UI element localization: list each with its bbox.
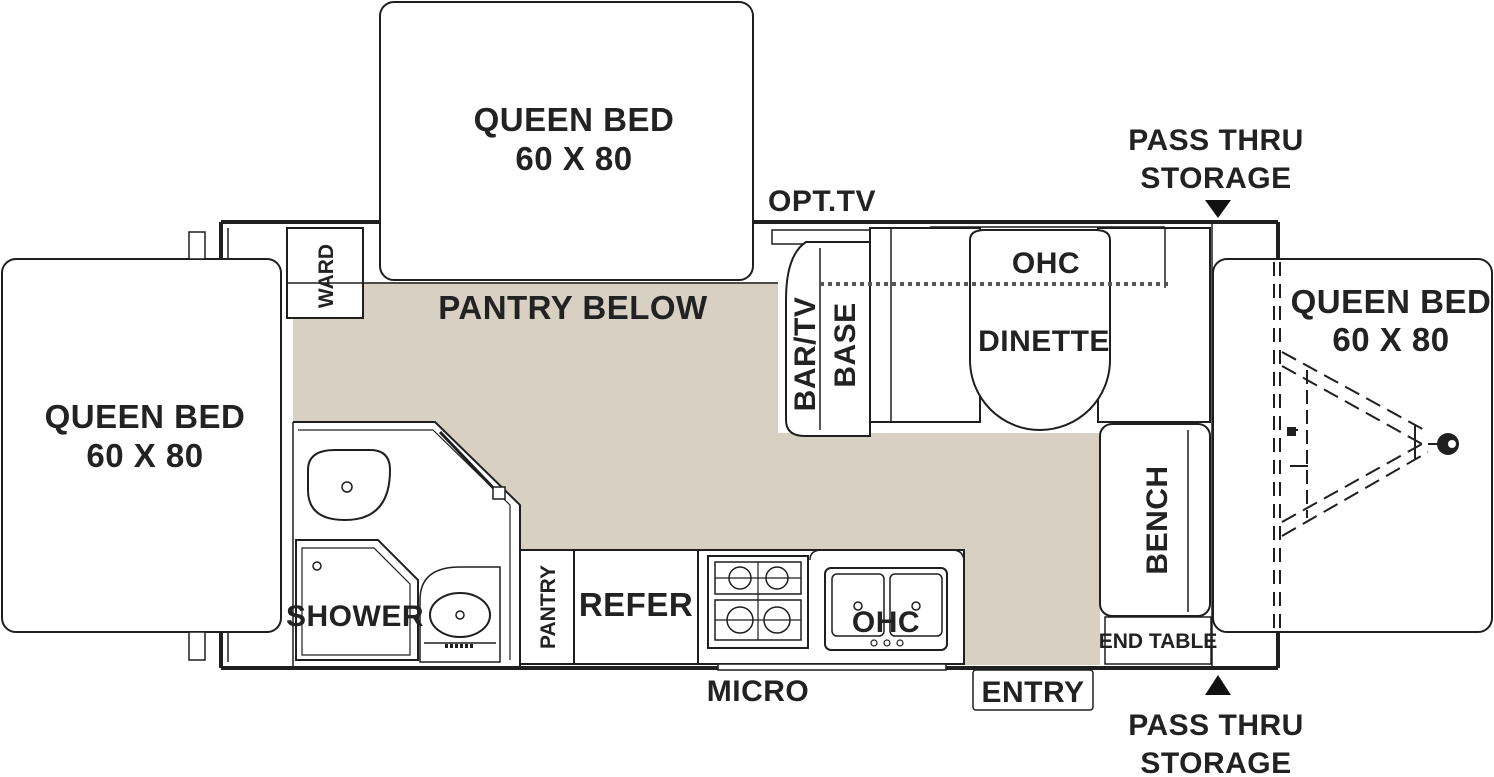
pass-thru-marker-bottom (1205, 675, 1231, 695)
right-bed-label-line1: QUEEN BED (1291, 283, 1492, 320)
shower (295, 539, 419, 661)
bar-tv-label-line1: BAR/TV (789, 297, 822, 412)
bench-label: BENCH (1141, 465, 1174, 574)
right-bed-label-line2: 60 X 80 (1332, 321, 1449, 358)
refer-label: REFER (579, 586, 693, 623)
left-bed (1, 258, 282, 633)
end-table (1104, 616, 1212, 665)
pantry-below-label: PANTRY BELOW (438, 289, 708, 326)
entry-step (972, 669, 1094, 711)
entry-label: ENTRY (981, 676, 1084, 709)
kitchen-ohc-label: OHC (852, 606, 920, 639)
pass-thru-bottom-label-line1: PASS THRU (1128, 709, 1304, 742)
bar-tv-label-line2: BASE (829, 302, 862, 387)
left-bed-label-line1: QUEEN BED (45, 398, 246, 435)
bench (1099, 423, 1211, 617)
wardrobe-label: WARD (315, 244, 338, 308)
opt-tv-label: OPT.TV (768, 185, 876, 218)
left-bed-label-line2: 60 X 80 (86, 437, 203, 474)
bed-support (188, 231, 206, 260)
hitch-tongue (1273, 262, 1448, 630)
pantry-label: PANTRY (537, 565, 560, 649)
top-bed-label-line1: QUEEN BED (474, 101, 675, 138)
bed-support (188, 631, 206, 661)
top-bed-label-line2: 60 X 80 (515, 140, 632, 177)
floor-area (287, 282, 1100, 665)
kitchen-sink (824, 567, 948, 651)
end-table-label: END TABLE (1099, 630, 1218, 653)
dinette-seat (1097, 227, 1211, 423)
refrigerator (573, 549, 699, 665)
dinette-label: DINETTE (978, 325, 1110, 358)
top-bed (379, 1, 754, 281)
pass-thru-top-label-line1: PASS THRU (1128, 124, 1304, 157)
dinette-ohc-label: OHC (1012, 247, 1080, 280)
bar-tv-base (785, 241, 871, 437)
dinette-table (969, 229, 1111, 431)
pass-thru-marker-top (1205, 200, 1231, 218)
shower-label: SHOWER (286, 600, 424, 633)
bath-door (438, 430, 502, 497)
pass-thru-bottom-label-line2: STORAGE (1140, 747, 1291, 777)
microwave (717, 663, 947, 671)
pass-thru-top-label-line2: STORAGE (1140, 162, 1291, 195)
micro-label: MICRO (707, 675, 810, 708)
jack (1287, 427, 1296, 436)
dinette-seat (869, 227, 981, 423)
wardrobe (286, 227, 364, 319)
